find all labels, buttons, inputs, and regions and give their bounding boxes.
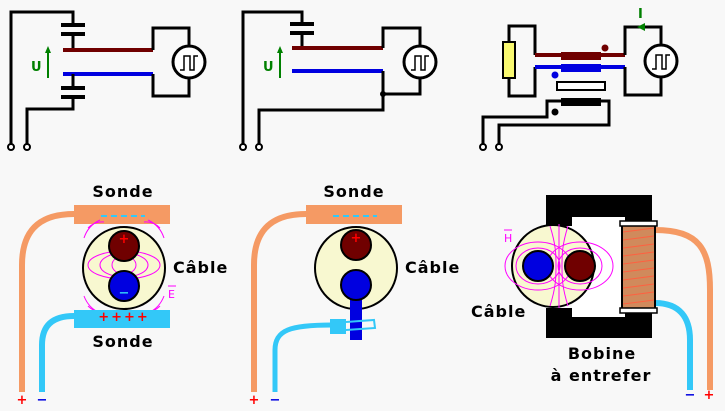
probe-bottom bbox=[74, 310, 170, 328]
positive-conductor bbox=[564, 250, 596, 282]
square-wave-generator-icon bbox=[643, 43, 679, 79]
capacitor-plate bbox=[61, 23, 85, 27]
plus-terminal: + bbox=[17, 393, 28, 408]
magnetic-core bbox=[556, 81, 606, 91]
plus-terminal: + bbox=[704, 388, 715, 403]
coil-label-line2: à entrefer bbox=[551, 366, 652, 385]
inductive-coupling-circuit: I bbox=[479, 7, 679, 151]
positive-conductor bbox=[108, 230, 140, 262]
probe-top bbox=[306, 205, 402, 224]
charge-plus: + bbox=[351, 231, 362, 246]
probe-top bbox=[74, 205, 170, 224]
e-field-label: E bbox=[168, 288, 175, 301]
terminal bbox=[239, 143, 247, 151]
negative-conductor bbox=[522, 250, 554, 282]
probe-bottom-label: Sonde bbox=[92, 332, 153, 351]
h-field-label: H bbox=[504, 232, 512, 245]
cable-cross-section bbox=[82, 226, 166, 310]
minus-terminal: − bbox=[685, 388, 696, 403]
negative-conductor bbox=[108, 270, 140, 302]
induced-charges: ++++ bbox=[98, 310, 150, 325]
resistor bbox=[502, 41, 516, 79]
square-wave-generator-icon bbox=[402, 44, 438, 80]
terminal bbox=[7, 143, 15, 151]
probe-wire-positive bbox=[19, 211, 75, 392]
pickup-coil bbox=[561, 98, 601, 106]
capacitor-plate bbox=[61, 86, 85, 90]
charge-minus: − bbox=[119, 286, 130, 301]
current-label: I bbox=[638, 7, 643, 22]
negative-conductor bbox=[340, 269, 372, 301]
probe-top-label: Sonde bbox=[92, 182, 153, 201]
cable-label: Câble bbox=[173, 258, 228, 277]
minus-terminal: − bbox=[37, 393, 48, 408]
charge-plus: + bbox=[119, 232, 130, 247]
voltage-label: U bbox=[31, 60, 42, 75]
current-arrow-icon bbox=[637, 23, 645, 31]
coil-label-line1: Bobine bbox=[568, 344, 636, 363]
gapped-coil-probe-detail: H Câble Bobine à entrefer − + bbox=[471, 195, 714, 403]
terminal bbox=[479, 143, 487, 151]
probe-wire-negative bbox=[39, 313, 75, 392]
terminal bbox=[23, 143, 31, 151]
terminal bbox=[255, 143, 263, 151]
capacitive-coupling-circuit: U bbox=[7, 10, 207, 151]
positive-conductor bbox=[340, 229, 372, 261]
square-wave-generator-icon bbox=[171, 44, 207, 80]
minus-terminal: − bbox=[270, 393, 281, 408]
capacitive-probe-circuit: U bbox=[239, 10, 438, 151]
coil-windings bbox=[622, 227, 655, 305]
terminal bbox=[495, 143, 503, 151]
clamp-probe-detail: + Sonde Câble + − bbox=[249, 182, 460, 408]
clip bbox=[330, 319, 346, 334]
probe-top-label: Sonde bbox=[323, 182, 384, 201]
cable-label: Câble bbox=[471, 302, 526, 321]
capacitive-probe-detail: + − ++++ Sonde Sonde Câble E + − bbox=[17, 182, 228, 408]
cable-label: Câble bbox=[405, 258, 460, 277]
voltage-label: U bbox=[263, 60, 274, 75]
plus-terminal: + bbox=[249, 393, 260, 408]
